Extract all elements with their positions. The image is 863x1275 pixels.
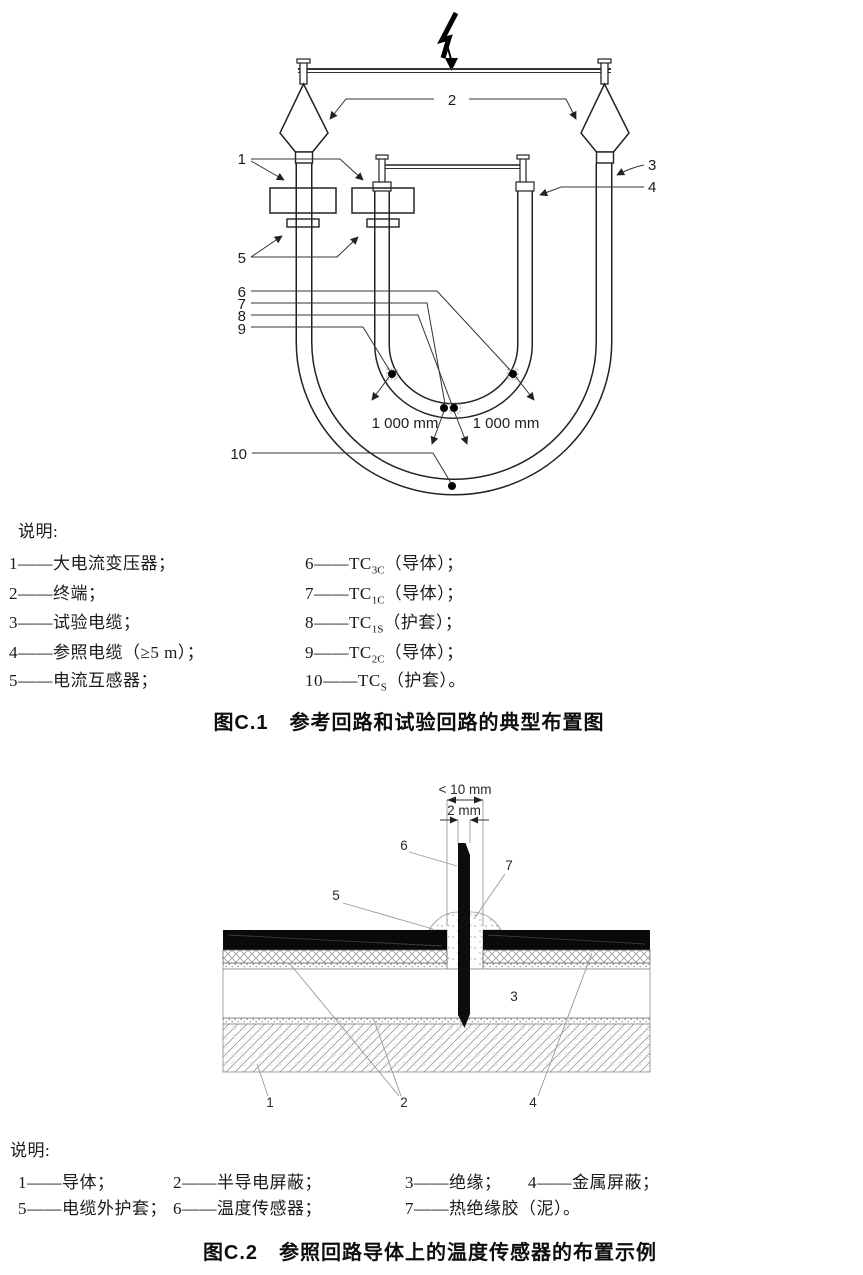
legend-c1-item: 3——试验电缆； <box>9 613 141 632</box>
legend-c1-item: 8——TC1S（护套）； <box>305 613 463 636</box>
callout-6: 6 <box>400 838 408 853</box>
legend-c1-title: 说明: <box>18 522 59 541</box>
callout-4: 4 <box>648 179 656 196</box>
terminal-right <box>580 82 630 164</box>
inner-semicon-layer <box>222 1017 651 1025</box>
legend-c1-item: 9——TC2C（导体）； <box>305 643 464 666</box>
test-cable-loop <box>295 163 613 496</box>
legend-c2-item: 7——热绝缘胶（泥）。 <box>405 1199 581 1218</box>
metal-screen-layer <box>222 949 651 964</box>
figure-c2-drawing: < 10 mm 2 mm 6 7 5 3 1 2 4 <box>222 782 651 1110</box>
callout-2: 2 <box>448 92 456 109</box>
callout-2: 2 <box>400 1095 408 1110</box>
callout-3: 3 <box>648 157 656 174</box>
legend-c2-item: 6——温度传感器； <box>173 1199 322 1218</box>
figure-c1-caption: 图C.1 参考回路和试验回路的典型布置图 <box>213 712 605 734</box>
callout-5: 5 <box>238 250 246 267</box>
dim-left-label: 1 000 mm <box>372 415 439 432</box>
figure-c1-drawing: 1 2 3 4 5 6 7 8 9 10 1 000 mm 1 000 mm <box>230 11 656 496</box>
lightning-bolt-icon <box>437 11 459 71</box>
callout-8: 8 <box>238 308 246 325</box>
callout-7: 7 <box>238 296 246 313</box>
legend-c1-item: 7——TC1C（导体）； <box>305 584 464 607</box>
figure-c2-caption: 图C.2 参照回路导体上的温度传感器的布置示例 <box>202 1242 658 1264</box>
hole-dimension <box>447 796 483 804</box>
main-busbar <box>296 58 612 85</box>
legend-c2-item: 5——电缆外护套； <box>18 1199 167 1218</box>
reference-cable-loop <box>374 188 533 419</box>
transformer-box-2 <box>351 187 415 228</box>
callout-10: 10 <box>230 446 247 463</box>
outer-sheath-layer <box>223 930 650 950</box>
reference-busbar <box>372 154 535 192</box>
callout-7: 7 <box>505 858 513 873</box>
terminal-left <box>279 82 329 164</box>
insulation-layer <box>222 968 651 1019</box>
callout-leaders <box>250 98 645 484</box>
legend-c1-item: 2——终端； <box>9 584 106 603</box>
callout-1: 1 <box>266 1095 274 1110</box>
legend-c1-item: 4——参照电缆（≥5 m）； <box>9 643 205 662</box>
legend-c1-item: 1——大电流变压器； <box>9 554 176 573</box>
probe-dim-label: 2 mm <box>447 803 481 818</box>
legend-c1-item: 10——TCS（护套）。 <box>305 671 466 694</box>
temperature-sensor-probe <box>458 843 470 1028</box>
callout-6: 6 <box>238 284 246 301</box>
dim-right-label: 1 000 mm <box>473 415 540 432</box>
callout-3: 3 <box>510 989 518 1004</box>
callout-leaders <box>256 851 593 1097</box>
callout-4: 4 <box>529 1095 537 1110</box>
dimension-arrows <box>371 376 535 445</box>
callout-1: 1 <box>238 151 246 168</box>
callout-5: 5 <box>332 888 340 903</box>
legend-c2-item: 3——绝缘； <box>405 1173 502 1192</box>
transformer-box-1 <box>269 187 337 228</box>
legend-c1-item: 5——电流互感器； <box>9 671 158 690</box>
legend-c2-title: 说明: <box>10 1141 51 1160</box>
probe-dimension <box>440 816 489 824</box>
hole-dim-label: < 10 mm <box>439 782 492 797</box>
legend-c2-item: 4——金属屏蔽； <box>528 1173 660 1192</box>
conductor-layer <box>222 1023 651 1073</box>
callout-9: 9 <box>238 321 246 338</box>
legend-c1-item: 6——TC3C（导体）； <box>305 554 464 577</box>
thermocouple-points <box>386 368 519 490</box>
legend-c2-item: 1——导体； <box>18 1173 115 1192</box>
legend-c2-item: 2——半导电屏蔽； <box>173 1173 322 1192</box>
